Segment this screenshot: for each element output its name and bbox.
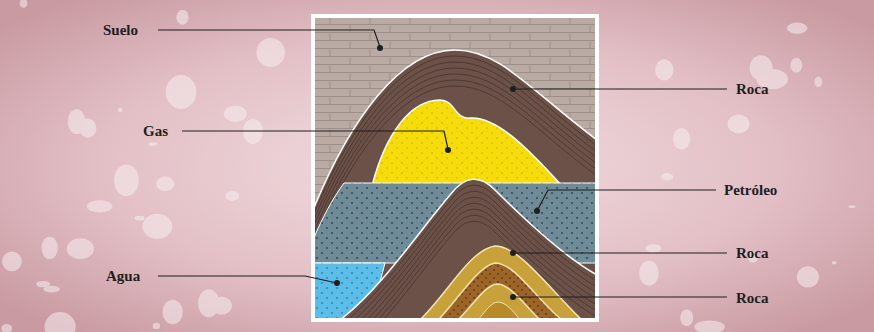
rock-strata-line bbox=[340, 209, 595, 318]
texture-splotch bbox=[148, 142, 157, 146]
texture-splotch bbox=[176, 10, 188, 25]
layer-label: Agua bbox=[106, 267, 140, 285]
texture-splotch bbox=[2, 252, 22, 272]
texture-splotch bbox=[142, 214, 172, 239]
texture-splotch bbox=[645, 244, 661, 252]
texture-splotch bbox=[655, 59, 673, 80]
texture-splotch bbox=[20, 0, 28, 8]
layer-label: Roca bbox=[736, 244, 769, 262]
rock-strata-line bbox=[340, 203, 595, 318]
texture-splotch bbox=[212, 297, 232, 315]
layer-label: Gas bbox=[143, 122, 168, 140]
rock-strata-line bbox=[340, 185, 595, 318]
rock-strata-line bbox=[340, 197, 595, 318]
texture-splotch bbox=[256, 38, 284, 67]
rock-strata-line bbox=[340, 215, 595, 318]
texture-splotch bbox=[163, 300, 183, 325]
texture-splotch bbox=[153, 323, 160, 329]
leader-lines bbox=[158, 30, 727, 297]
layer-label: Roca bbox=[736, 289, 769, 307]
texture-splotch bbox=[848, 205, 855, 208]
texture-splotch bbox=[787, 23, 807, 34]
texture-splotch bbox=[673, 128, 690, 150]
texture-splotch bbox=[114, 164, 139, 196]
texture-splotch bbox=[225, 191, 239, 201]
texture-splotch bbox=[639, 261, 659, 286]
texture-splotch bbox=[680, 309, 693, 326]
layer-label: Roca bbox=[736, 80, 769, 98]
texture-splotch bbox=[166, 75, 197, 109]
texture-splotch bbox=[790, 58, 802, 73]
texture-splotch bbox=[224, 106, 247, 122]
texture-splotch bbox=[797, 266, 819, 287]
layer-label: Petróleo bbox=[724, 181, 777, 199]
texture-splotch bbox=[661, 173, 673, 180]
texture-splotch bbox=[156, 176, 174, 191]
texture-splotch bbox=[87, 200, 113, 212]
layer-label: Suelo bbox=[103, 21, 138, 39]
texture-splotch bbox=[44, 312, 75, 332]
texture-splotch bbox=[1, 324, 12, 332]
texture-splotch bbox=[832, 261, 837, 264]
leader-dots bbox=[334, 45, 540, 300]
texture-splotch bbox=[814, 77, 822, 87]
texture-splotch bbox=[134, 216, 144, 221]
rock-strata-line bbox=[340, 221, 595, 318]
texture-splotch bbox=[728, 114, 750, 133]
texture-splotch bbox=[42, 237, 58, 260]
texture-splotch bbox=[67, 238, 94, 259]
texture-splotch bbox=[694, 320, 725, 332]
texture-splotch bbox=[68, 109, 86, 134]
texture-splotch bbox=[118, 108, 123, 113]
texture-splotch bbox=[43, 286, 60, 293]
